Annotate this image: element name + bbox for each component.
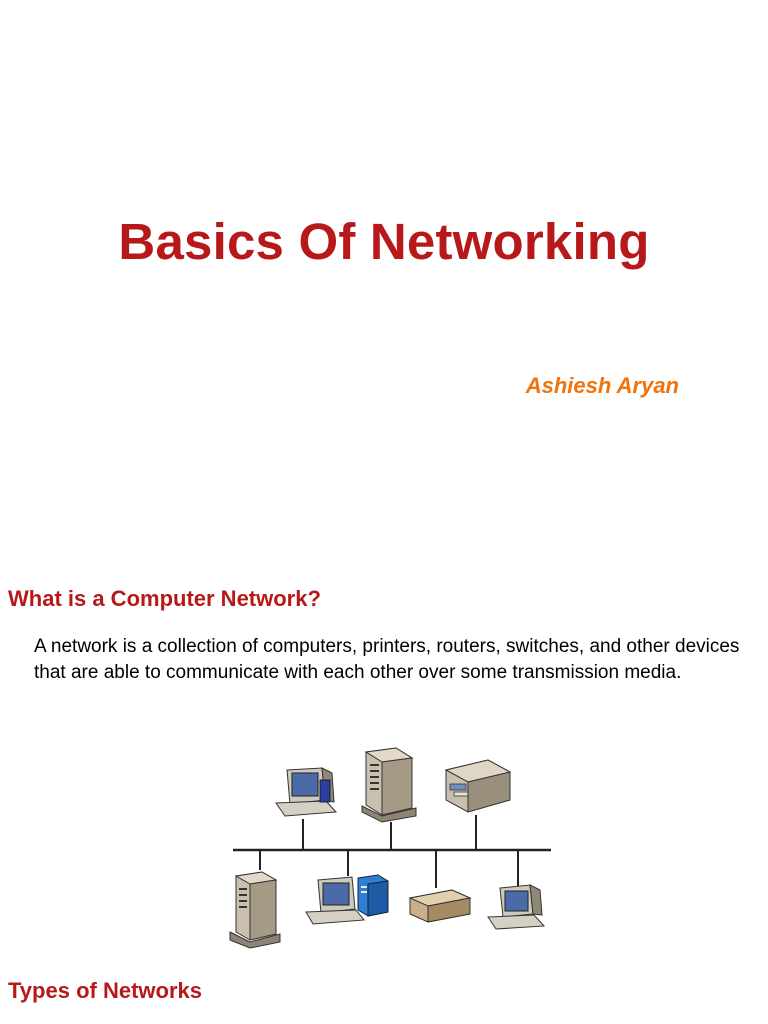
section-heading-what-is-network: What is a Computer Network?: [8, 586, 321, 611]
server-icon: [361, 747, 417, 823]
computer-icon: [487, 884, 546, 930]
network-definition-text: A network is a collection of computers, …: [34, 636, 740, 683]
author-name: Ashiesh Aryan: [525, 373, 679, 398]
computer-icon: [305, 874, 389, 925]
hub-icon: [408, 889, 472, 923]
computer-icon: [275, 767, 338, 817]
presentation-title: Basics Of Networking: [118, 213, 650, 270]
section-heading-types-of-networks: Types of Networks: [8, 978, 202, 1003]
printer-icon: [444, 759, 512, 813]
server-icon: [229, 871, 281, 949]
